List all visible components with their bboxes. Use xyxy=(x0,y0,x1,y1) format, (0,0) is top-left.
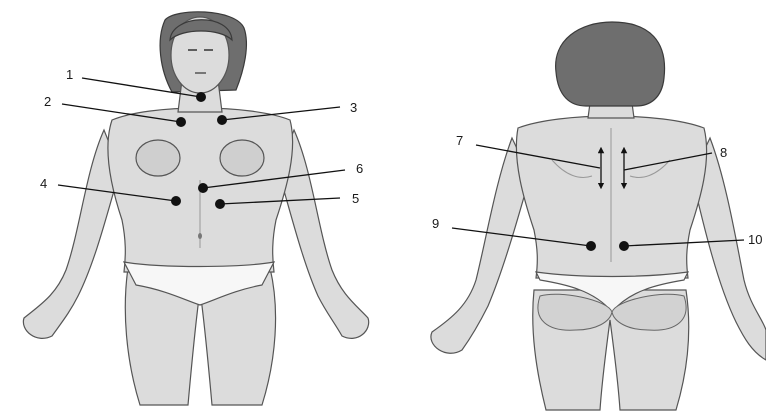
point-2 xyxy=(176,117,186,127)
point-10 xyxy=(619,241,629,251)
label-10: 10 xyxy=(748,232,762,247)
point-6 xyxy=(198,183,208,193)
label-2: 2 xyxy=(44,94,51,109)
point-1 xyxy=(196,92,206,102)
point-4 xyxy=(171,196,181,206)
back-body-figure xyxy=(431,22,766,410)
label-3: 3 xyxy=(350,100,357,115)
point-3 xyxy=(217,115,227,125)
label-7: 7 xyxy=(456,133,463,148)
label-8: 8 xyxy=(720,145,727,160)
point-9 xyxy=(586,241,596,251)
label-4: 4 xyxy=(40,176,47,191)
label-9: 9 xyxy=(432,216,439,231)
label-1: 1 xyxy=(66,67,73,82)
front-body-figure xyxy=(23,12,368,405)
point-5 xyxy=(215,199,225,209)
label-6: 6 xyxy=(356,161,363,176)
label-5: 5 xyxy=(352,191,359,206)
